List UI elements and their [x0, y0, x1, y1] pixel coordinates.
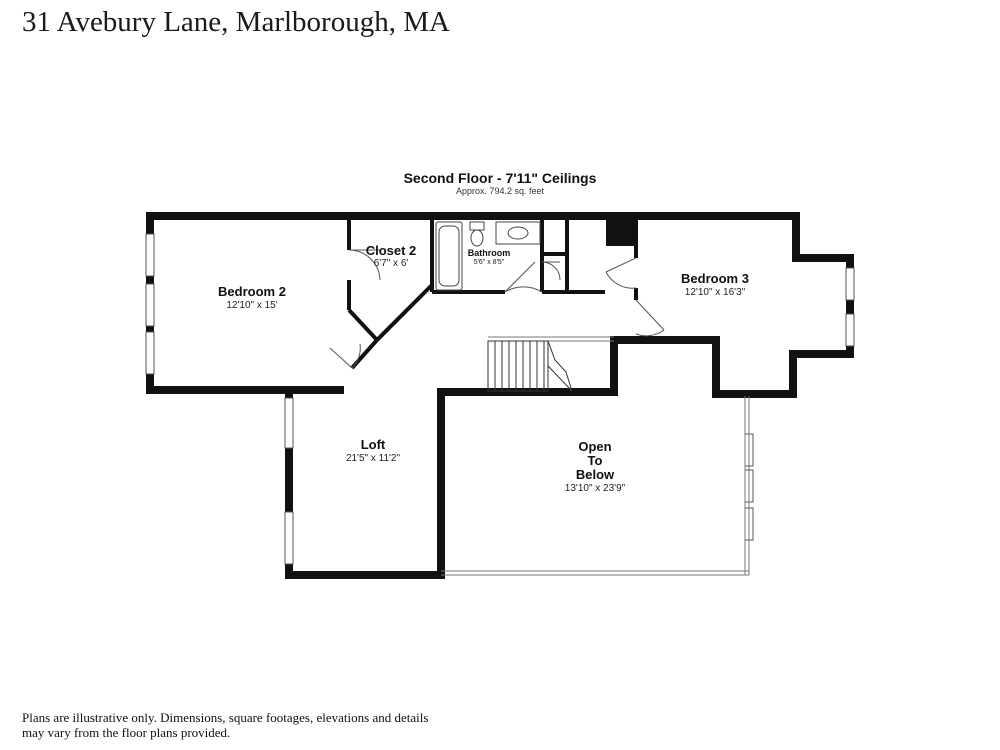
staircase — [487, 340, 573, 392]
bathroom-fixtures — [435, 221, 541, 291]
window-bedroom2-3 — [145, 331, 155, 375]
window-bedroom3-1 — [845, 267, 855, 301]
room-name-loft: Loft — [361, 437, 386, 452]
window-bedroom2-1 — [145, 233, 155, 277]
vanity — [495, 221, 541, 245]
room-name-closet2: Closet 2 — [366, 243, 417, 258]
room-name-bathroom: Bathroom — [468, 248, 511, 258]
window-bedroom2-2 — [145, 283, 155, 327]
railings — [441, 336, 750, 576]
door-closet2 — [348, 249, 381, 281]
door-bedroom2 — [329, 343, 361, 369]
chimney-block — [606, 218, 636, 246]
sink — [507, 226, 529, 240]
floor-area: Approx. 794.2 sq. feet — [455, 186, 545, 196]
wall-closet-diag-right — [375, 283, 434, 342]
wall-closet-diag-left — [347, 308, 379, 342]
bathtub — [435, 221, 463, 291]
interior-walls — [320, 218, 638, 390]
window-bedroom3-2 — [845, 313, 855, 347]
door-bathroom — [504, 261, 543, 293]
floor-heading: Second Floor - 7'11" Ceilings Approx. 79… — [300, 170, 700, 197]
doors — [329, 249, 665, 369]
disclaimer: Plans are illustrative only. Dimensions,… — [22, 710, 429, 740]
toilet-bowl — [470, 229, 484, 247]
page-title: 31 Avebury Lane, Marlborough, MA — [22, 6, 450, 38]
room-name-open-line3: Below — [576, 467, 615, 482]
window-loft-2 — [284, 511, 294, 565]
door-linen — [541, 261, 561, 281]
toilet-tank — [469, 221, 485, 231]
stair-outline — [487, 340, 549, 392]
door-bedroom3-closet — [605, 257, 637, 289]
room-name-open-line2: To — [588, 453, 603, 468]
room-dims-bedroom2: 12'10" x 15' — [226, 300, 277, 311]
room-name-open-line1: Open — [578, 439, 611, 454]
room-name-bedroom3: Bedroom 3 — [681, 271, 749, 286]
floor-title: Second Floor - 7'11" Ceilings — [403, 170, 597, 186]
room-dims-bedroom3: 12'10" x 16'3" — [685, 287, 746, 298]
room-dims-closet2: 6'7" x 6' — [374, 258, 409, 269]
door-bedroom3 — [635, 299, 665, 337]
room-dims-loft: 21'5" x 11'2" — [346, 453, 401, 464]
window-loft-1 — [284, 397, 294, 449]
room-name-bedroom2: Bedroom 2 — [218, 284, 286, 299]
room-dims-open-to-below: 13'10" x 23'9" — [565, 483, 626, 494]
room-dims-bathroom: 5'6" x 8'5" — [474, 259, 505, 266]
